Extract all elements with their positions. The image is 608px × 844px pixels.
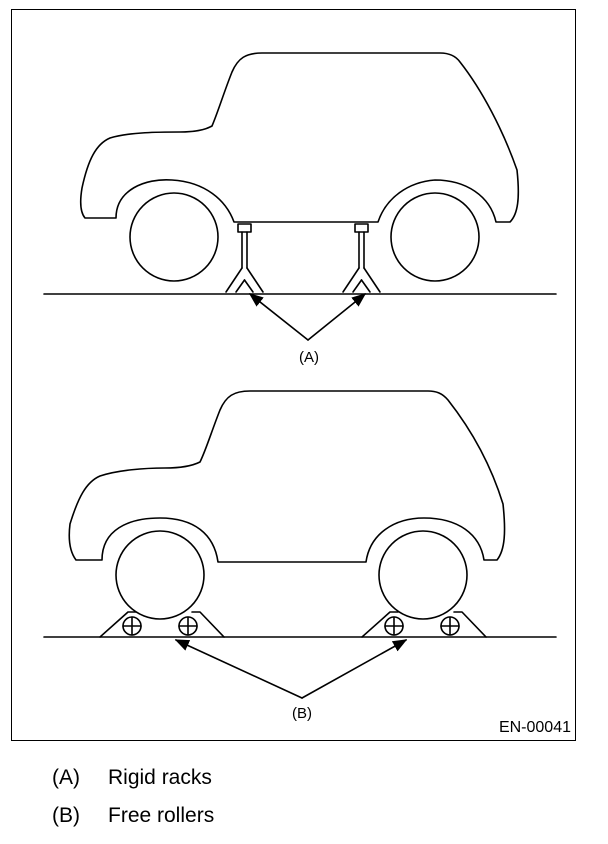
legend-key: (A) xyxy=(52,766,80,789)
free-roller-left xyxy=(99,611,225,638)
rear-wheel xyxy=(378,530,468,620)
figure-frame xyxy=(11,9,576,741)
roller-wheel xyxy=(178,616,198,636)
legend-key: (B) xyxy=(52,804,80,827)
legend: (A) Rigid racks (B) Free rollers xyxy=(52,766,214,842)
legend-item-b: (B) Free rollers xyxy=(52,804,214,842)
roller-wheel xyxy=(440,616,460,636)
roller-wheel xyxy=(384,616,404,636)
callout-b: (B) xyxy=(292,705,312,722)
callout-a: (A) xyxy=(299,349,319,366)
roller-wheel xyxy=(122,616,142,636)
leader-a-left xyxy=(248,293,309,341)
rigid-rack-left xyxy=(225,223,264,293)
car-on-free-rollers xyxy=(43,390,557,699)
legend-item-a: (A) Rigid racks xyxy=(52,766,214,804)
rigid-rack-right xyxy=(342,223,381,293)
legend-label: Rigid racks xyxy=(108,766,212,789)
figure-id: EN-00041 xyxy=(499,719,571,736)
car-on-rigid-racks xyxy=(43,52,557,341)
free-roller-right xyxy=(361,611,487,638)
car-body xyxy=(79,52,520,223)
front-wheel xyxy=(129,192,219,282)
rear-wheel xyxy=(390,192,480,282)
front-wheel xyxy=(115,530,205,620)
leader-b-right xyxy=(301,639,408,699)
legend-label: Free rollers xyxy=(108,804,215,827)
car-body xyxy=(68,390,506,563)
leader-b-left xyxy=(174,639,303,699)
leader-a-right xyxy=(307,293,367,341)
